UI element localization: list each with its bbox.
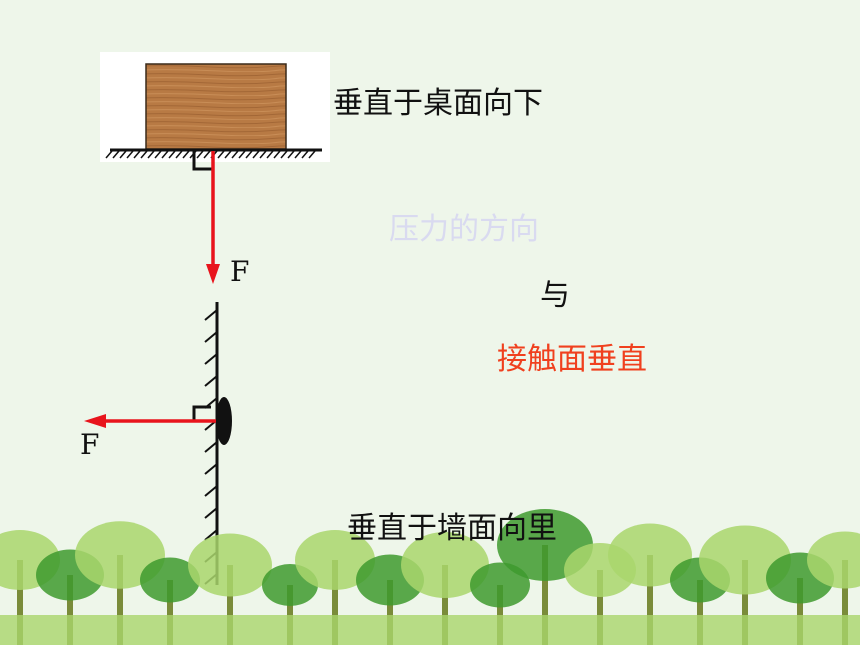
tree-border-decoration (0, 509, 860, 645)
force-arrow-down (206, 151, 220, 284)
hatch-line (204, 309, 218, 321)
hatch-line (112, 150, 120, 159)
connector-word: 与 (540, 278, 570, 313)
hatch-line (182, 150, 190, 159)
hatch-line (238, 150, 246, 159)
tree (608, 523, 692, 645)
table-figure (100, 52, 330, 171)
tree (807, 531, 860, 645)
hatch-line (204, 485, 218, 497)
hatch-line (231, 150, 239, 159)
hatch-line (204, 441, 218, 453)
tree (401, 532, 489, 645)
force-label-down: F (230, 255, 250, 288)
hatch-line (266, 150, 274, 159)
pushpin-head (216, 397, 232, 445)
tree (140, 557, 200, 645)
hatch-line (133, 150, 141, 159)
hatch-line (203, 150, 211, 159)
hatch-line (168, 150, 176, 159)
hatch-line (204, 529, 218, 541)
hatch-line (287, 150, 295, 159)
hatch-line (204, 507, 218, 519)
force-label-left: F (80, 428, 100, 461)
hatch-line (259, 150, 267, 159)
hatch-line (175, 150, 183, 159)
hatch-line (224, 150, 232, 159)
hatch-line (126, 150, 134, 159)
perpendicular-statement: 接触面垂直 (497, 342, 647, 377)
hatch-line (204, 463, 218, 475)
hatch-line (245, 150, 253, 159)
hatch-line (119, 150, 127, 159)
hatch-line (217, 150, 225, 159)
tree (295, 530, 375, 645)
hatch-line (161, 150, 169, 159)
hatch-line (204, 353, 218, 365)
grass-strip (0, 615, 860, 645)
hatch-line (147, 150, 155, 159)
table-hatching (105, 150, 316, 159)
tree (188, 533, 272, 645)
hatch-line (196, 150, 204, 159)
top-direction-label: 垂直于桌面向下 (333, 86, 543, 121)
hatch-line (105, 150, 113, 159)
force-arrow-left (84, 414, 216, 428)
hatch-line (294, 150, 302, 159)
pressure-direction-label: 压力的方向 (389, 212, 539, 247)
hatch-line (273, 150, 281, 159)
hatch-line (204, 331, 218, 343)
hatch-line (308, 150, 316, 159)
hatch-line (301, 150, 309, 159)
hatch-line (280, 150, 288, 159)
hatch-line (252, 150, 260, 159)
hatch-line (140, 150, 148, 159)
hatch-line (204, 375, 218, 387)
wooden-block (145, 63, 287, 150)
right-angle-mark-wall (192, 405, 211, 421)
hatch-line (154, 150, 162, 159)
bottom-direction-label: 垂直于墙面向里 (347, 511, 557, 546)
